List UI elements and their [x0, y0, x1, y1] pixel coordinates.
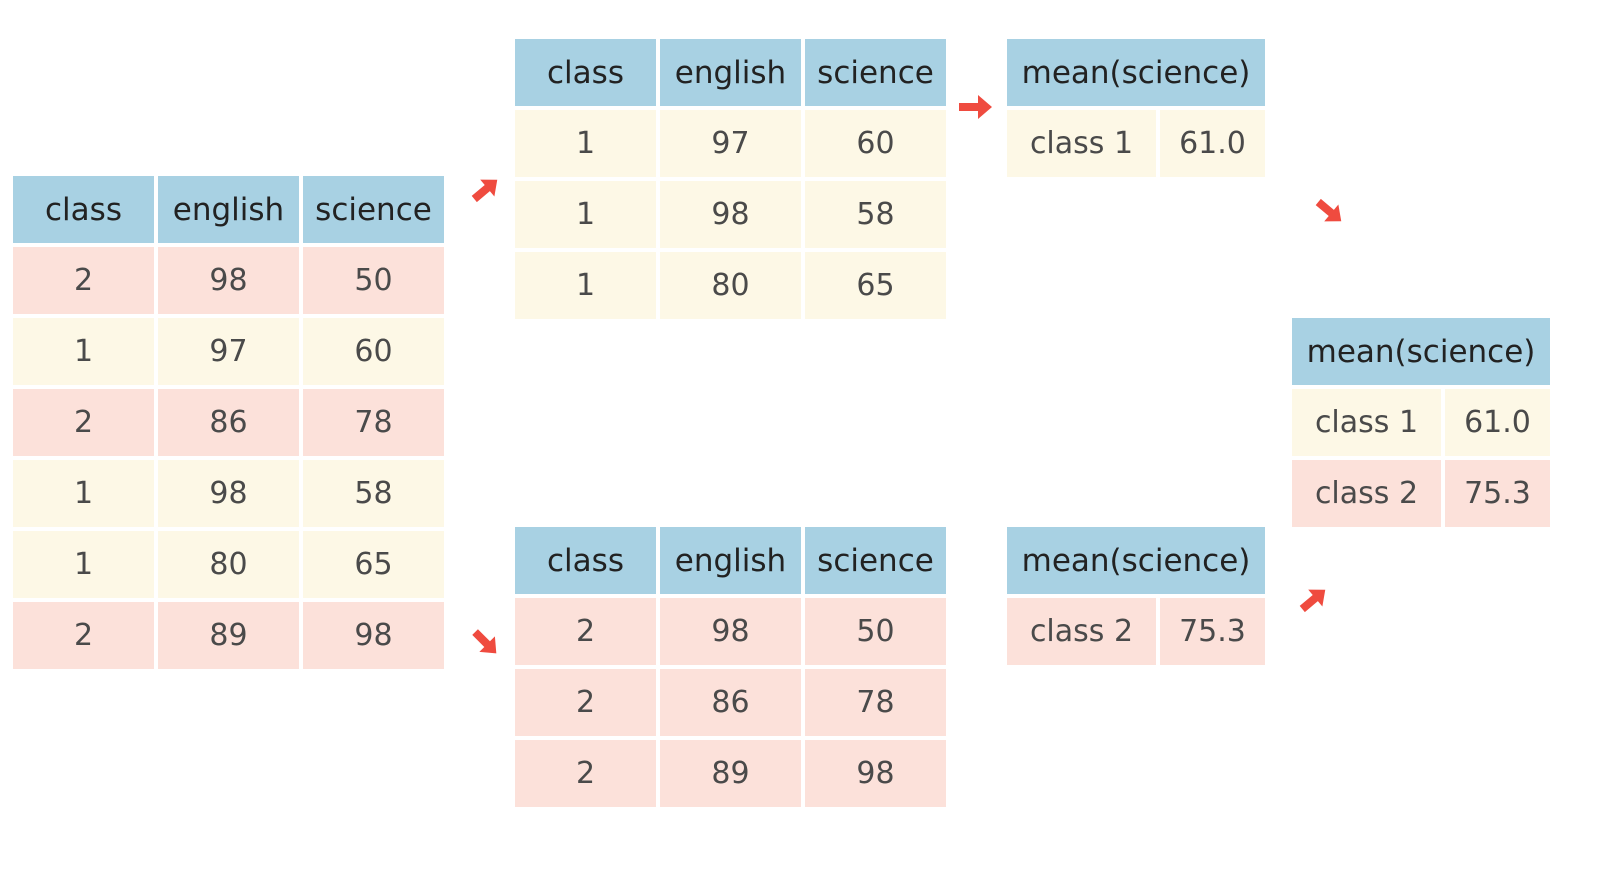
header-science: science [303, 176, 444, 243]
table-cell: 60 [303, 318, 444, 385]
table-cell: 2 [13, 602, 154, 669]
table-cell: 1 [13, 460, 154, 527]
table-cell: 98 [660, 181, 801, 248]
table-cell: 80 [660, 252, 801, 319]
group1-table: class english science 1 97 60 1 98 58 1 … [515, 39, 946, 319]
header-mean-science: mean(science) [1292, 318, 1550, 385]
table-cell: 1 [13, 318, 154, 385]
table-cell: 86 [158, 389, 299, 456]
table-cell: 2 [13, 247, 154, 314]
header-english: english [660, 527, 801, 594]
header-english: english [660, 39, 801, 106]
table-cell: 58 [303, 460, 444, 527]
arrow-right-icon [959, 95, 992, 119]
header-english: english [158, 176, 299, 243]
table-cell: 2 [13, 389, 154, 456]
header-science: science [805, 527, 946, 594]
table-cell: 50 [303, 247, 444, 314]
table-cell: 98 [805, 740, 946, 807]
group-label: class 1 [1007, 110, 1156, 177]
mean-value: 61.0 [1160, 110, 1265, 177]
header-science: science [805, 39, 946, 106]
table-cell: 1 [515, 252, 656, 319]
table-cell: 97 [158, 318, 299, 385]
group-label: class 2 [1007, 598, 1156, 665]
header-class: class [515, 527, 656, 594]
table-cell: 2 [515, 598, 656, 665]
mean1-table: mean(science) class 1 61.0 [1007, 39, 1265, 177]
table-cell: 50 [805, 598, 946, 665]
table-cell: 86 [660, 669, 801, 736]
table-cell: 2 [515, 669, 656, 736]
arrow-down-right-icon [1315, 198, 1342, 222]
arrow-up-right-icon [1299, 589, 1326, 613]
table-cell: 98 [158, 247, 299, 314]
mean-value: 75.3 [1160, 598, 1265, 665]
table-cell: 98 [303, 602, 444, 669]
table-cell: 1 [515, 181, 656, 248]
header-class: class [515, 39, 656, 106]
source-table: class english science 2 98 50 1 97 60 2 … [13, 176, 444, 669]
arrow-down-right-icon [472, 629, 497, 654]
table-cell: 65 [303, 531, 444, 598]
table-cell: 80 [158, 531, 299, 598]
mean-value: 61.0 [1445, 389, 1550, 456]
mean-value: 75.3 [1445, 460, 1550, 527]
group2-table: class english science 2 98 50 2 86 78 2 … [515, 527, 946, 807]
header-mean-science: mean(science) [1007, 39, 1265, 106]
group-label: class 1 [1292, 389, 1441, 456]
group-label: class 2 [1292, 460, 1441, 527]
table-cell: 58 [805, 181, 946, 248]
table-cell: 97 [660, 110, 801, 177]
result-table: mean(science) class 1 61.0 class 2 75.3 [1292, 318, 1550, 527]
table-cell: 78 [805, 669, 946, 736]
table-cell: 65 [805, 252, 946, 319]
table-cell: 98 [660, 598, 801, 665]
table-cell: 78 [303, 389, 444, 456]
header-class: class [13, 176, 154, 243]
table-cell: 2 [515, 740, 656, 807]
mean2-table: mean(science) class 2 75.3 [1007, 527, 1265, 665]
table-cell: 98 [158, 460, 299, 527]
arrow-up-right-icon [471, 179, 498, 203]
table-cell: 1 [13, 531, 154, 598]
table-cell: 1 [515, 110, 656, 177]
table-cell: 89 [660, 740, 801, 807]
table-cell: 60 [805, 110, 946, 177]
table-cell: 89 [158, 602, 299, 669]
header-mean-science: mean(science) [1007, 527, 1265, 594]
